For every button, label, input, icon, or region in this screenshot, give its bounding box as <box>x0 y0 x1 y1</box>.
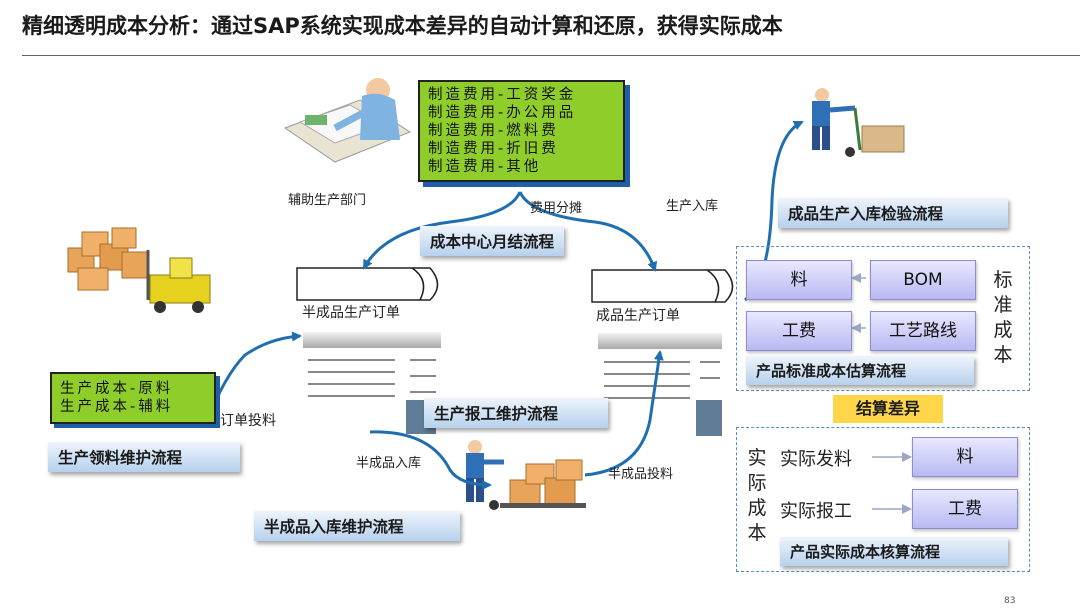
allocation-label: 费用分摊 <box>530 197 582 216</box>
routing-box: 工艺路线 <box>870 311 976 351</box>
actual-issue-label: 实际发料 <box>780 445 852 471</box>
actual-labor-box: 工费 <box>912 489 1018 529</box>
expense-line: 制造费用-折旧费 <box>428 140 623 158</box>
actual-material-box: 料 <box>912 437 1018 477</box>
semi-order-label: 半成品生产订单 <box>302 302 400 322</box>
cost-center-close-process: 成本中心月结流程 <box>420 226 564 256</box>
order-input-label: 订单投料 <box>220 410 276 430</box>
bom-box: BOM <box>870 260 976 300</box>
actual-cost-side-label: 实 际 成 本 <box>746 446 768 546</box>
material-issue-process: 生产领料维护流程 <box>48 442 240 472</box>
warehouse-worker-illustration <box>812 88 904 157</box>
material-issue-box: 生产成本-原料 生产成本-辅料 <box>50 372 216 424</box>
material-line: 生产成本-原料 <box>60 380 214 398</box>
expense-list-box: 制造费用-工资奖金 制造费用-办公用品 制造费用-燃料费 制造费用-折旧费 制造… <box>418 80 625 182</box>
semi-receipt-process: 半成品入库维护流程 <box>254 511 460 541</box>
page-number: 83 <box>1004 596 1015 606</box>
finished-order-label: 成品生产订单 <box>596 305 680 325</box>
material-line: 生产成本-辅料 <box>60 398 214 416</box>
expense-line: 制造费用-办公用品 <box>428 104 623 122</box>
standard-cost-side-label: 标 准 成 本 <box>992 268 1014 368</box>
standard-material-box: 料 <box>746 260 852 300</box>
standard-labor-box: 工费 <box>746 311 852 351</box>
expense-line: 制造费用-其他 <box>428 158 623 176</box>
expense-line: 制造费用-工资奖金 <box>428 86 623 104</box>
work-report-process: 生产报工维护流程 <box>424 398 608 428</box>
semi-receipt-label: 半成品入库 <box>356 452 421 471</box>
finished-receipt-inspection-process: 成品生产入库检验流程 <box>778 198 1008 228</box>
standard-cost-estimate-process: 产品标准成本估算流程 <box>746 356 974 385</box>
actual-report-label: 实际报工 <box>780 497 852 523</box>
semi-input-label: 半成品投料 <box>608 463 673 482</box>
semi-order-document-icon <box>297 268 441 434</box>
expense-line: 制造费用-燃料费 <box>428 122 623 140</box>
forklift-boxes-illustration <box>68 228 210 313</box>
settlement-variance-label: 结算差异 <box>833 395 943 423</box>
finished-order-document-icon <box>592 270 733 436</box>
office-worker-illustration <box>285 78 410 162</box>
actual-cost-calculation-process: 产品实际成本核算流程 <box>780 537 1008 566</box>
finished-receipt-label: 生产入库 <box>666 195 718 214</box>
pallet-worker-illustration <box>466 440 586 510</box>
aux-dept-label: 辅助生产部门 <box>288 189 366 208</box>
